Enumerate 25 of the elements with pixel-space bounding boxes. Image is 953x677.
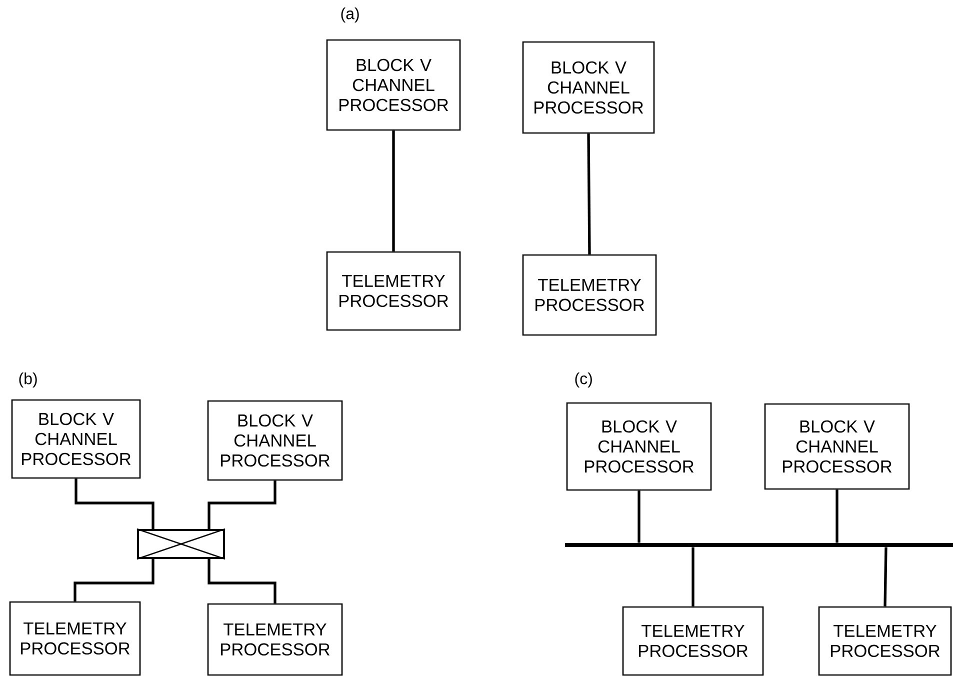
panel-label: (c) <box>575 372 592 388</box>
switch-box <box>136 528 226 560</box>
processor-box: BLOCK V CHANNEL PROCESSOR <box>326 39 461 131</box>
connector-line <box>692 547 694 606</box>
panel-label: (a) <box>341 8 359 22</box>
connector-line <box>392 130 395 252</box>
connector-line <box>836 490 838 543</box>
processor-box: TELEMETRY PROCESSOR <box>818 606 952 676</box>
processor-box: TELEMETRY PROCESSOR <box>9 601 141 676</box>
processor-box: BLOCK V CHANNEL PROCESSOR <box>764 403 910 490</box>
connector-line <box>208 559 276 604</box>
connector-line <box>74 478 154 529</box>
processor-box: BLOCK V CHANNEL PROCESSOR <box>566 402 712 491</box>
processor-box: TELEMETRY PROCESSOR <box>622 606 764 676</box>
processor-box: TELEMETRY PROCESSOR <box>207 603 343 676</box>
connector-line <box>208 480 276 529</box>
connector-line <box>74 559 154 602</box>
connector-line <box>638 490 640 543</box>
processor-box: BLOCK V CHANNEL PROCESSOR <box>522 41 655 134</box>
processor-box: TELEMETRY PROCESSOR <box>326 251 461 331</box>
connector-line <box>884 547 888 606</box>
connector-line <box>587 134 591 254</box>
processor-box: BLOCK V CHANNEL PROCESSOR <box>11 399 141 479</box>
processor-box: TELEMETRY PROCESSOR <box>522 254 657 336</box>
processor-box: BLOCK V CHANNEL PROCESSOR <box>207 400 343 481</box>
